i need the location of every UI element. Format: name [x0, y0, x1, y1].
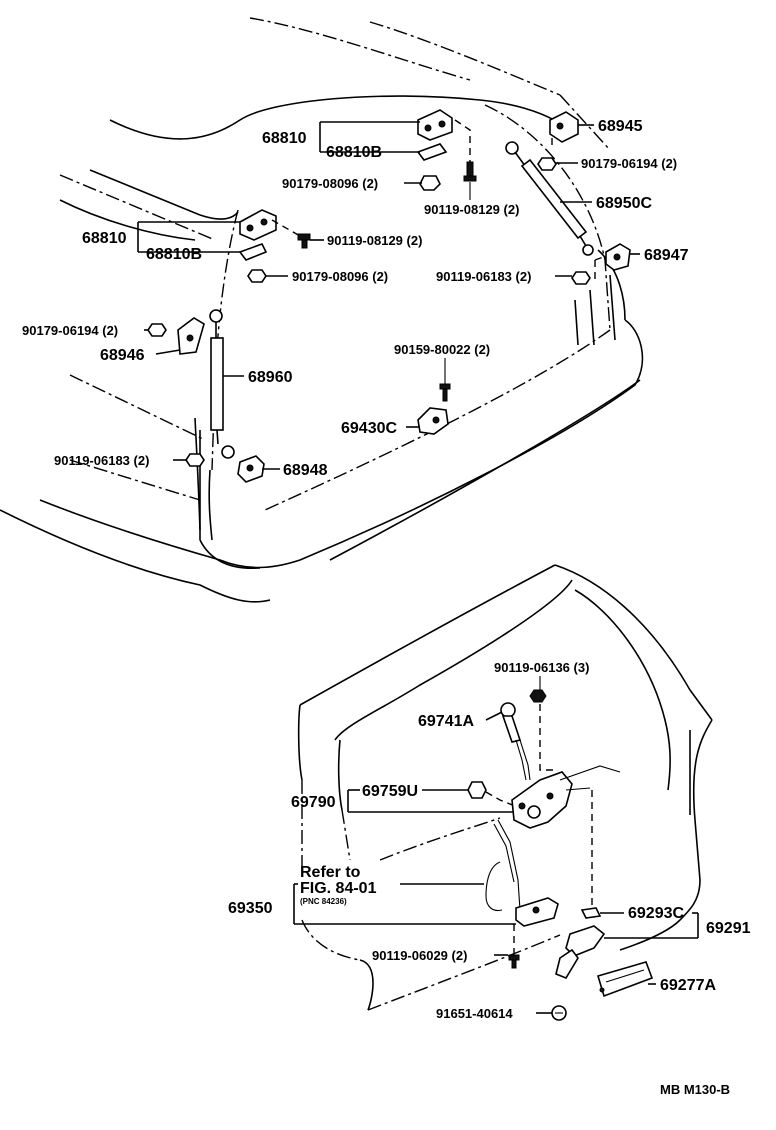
handle-icon — [597, 961, 654, 998]
body-outline — [0, 17, 644, 603]
handle-icon — [555, 925, 606, 979]
lock-icon — [511, 765, 621, 829]
lock-icon — [500, 702, 531, 781]
label-68945: 68945 — [598, 118, 643, 135]
label-90119-08129-top: 90119-08129 (2) — [424, 202, 519, 217]
label-90119-06183-right: 90119-06183 (2) — [436, 269, 531, 284]
lock-icon — [515, 897, 559, 927]
label-90179-06194-left: 90179-06194 (2) — [22, 323, 118, 338]
label-69291: 69291 — [706, 920, 751, 937]
label-68810-top: 68810 — [262, 130, 307, 147]
bolt-icon — [185, 453, 205, 467]
label-68947: 68947 — [644, 247, 689, 264]
label-69741a: 69741A — [418, 713, 474, 730]
bolt-icon — [297, 233, 311, 249]
label-69430c: 69430C — [341, 420, 397, 437]
bolt-icon — [439, 383, 451, 402]
bolt-icon — [571, 271, 591, 285]
bracket-icon — [549, 111, 579, 143]
nut-icon — [467, 781, 487, 799]
label-91651-40614: 91651-40614 — [436, 1006, 513, 1021]
label-69790: 69790 — [291, 794, 336, 811]
label-68810-left: 68810 — [82, 230, 127, 247]
bracket-icon — [605, 243, 631, 271]
label-69350: 69350 — [228, 900, 273, 917]
bracket-icon — [177, 317, 205, 355]
figure-code: MB M130-B — [660, 1082, 730, 1097]
nut-icon — [537, 157, 557, 171]
label-69293c: 69293C — [628, 905, 684, 922]
nut-icon — [147, 323, 167, 337]
label-69277a: 69277A — [660, 977, 716, 994]
label-68810b-top: 68810B — [326, 144, 382, 161]
nut-icon — [419, 175, 441, 191]
label-pnc-ref: (PNC 84236) — [300, 897, 347, 906]
bracket-icon — [237, 455, 265, 483]
label-68960: 68960 — [248, 369, 293, 386]
label-90119-06136: 90119-06136 (3) — [494, 660, 589, 675]
label-90119-06029: 90119-06029 (2) — [372, 948, 467, 963]
hinge-icon — [238, 209, 277, 261]
nut-icon — [247, 269, 267, 283]
nut-icon — [580, 907, 602, 919]
bolt-icon — [529, 689, 547, 703]
label-90159-80022: 90159-80022 (2) — [394, 342, 490, 357]
label-69759u: 69759U — [362, 783, 418, 800]
label-68946: 68946 — [100, 347, 145, 364]
bolt-icon — [551, 1005, 567, 1021]
bolt-icon — [508, 954, 520, 969]
bolt-icon — [463, 161, 477, 182]
label-68950c: 68950C — [596, 195, 652, 212]
label-68948: 68948 — [283, 462, 328, 479]
label-90119-06183-left: 90119-06183 (2) — [54, 453, 149, 468]
label-90179-06194-right: 90179-06194 (2) — [581, 156, 677, 171]
label-refer-to: Refer to — [300, 864, 361, 881]
leader-lines — [137, 121, 699, 1014]
hinge-icon — [416, 109, 453, 161]
label-90119-08129-left: 90119-08129 (2) — [327, 233, 422, 248]
striker-icon — [417, 407, 449, 435]
gas-strut-icon — [505, 141, 594, 256]
label-68810b-left: 68810B — [146, 246, 202, 263]
label-90179-08096-left: 90179-08096 (2) — [292, 269, 388, 284]
gas-strut-icon — [209, 309, 235, 459]
door-outline — [297, 564, 713, 1011]
label-fig-ref: FIG. 84-01 — [300, 880, 377, 897]
label-90179-08096-top: 90179-08096 (2) — [282, 176, 378, 191]
